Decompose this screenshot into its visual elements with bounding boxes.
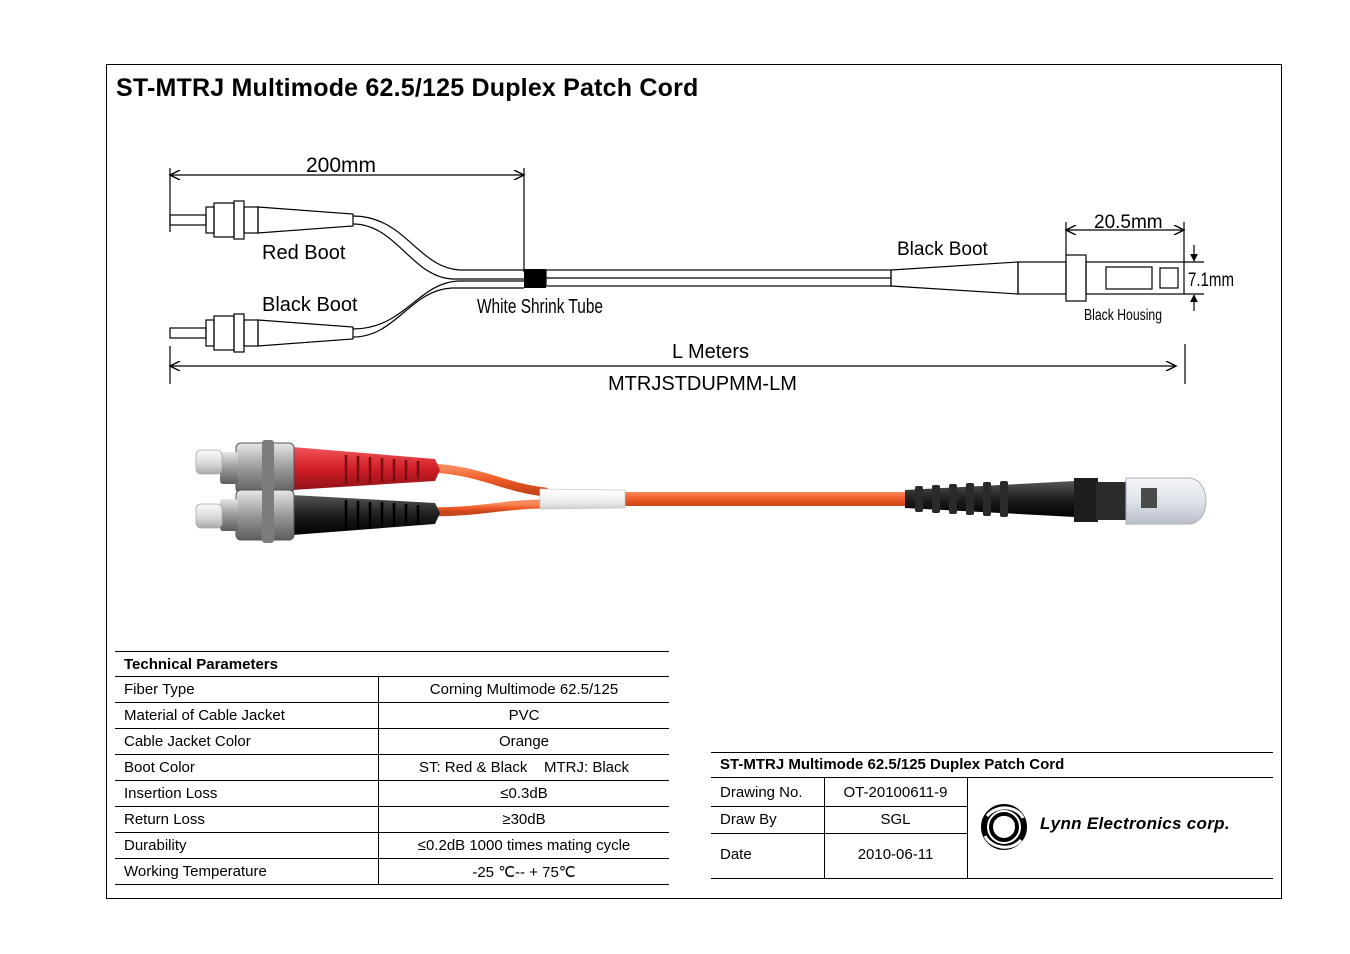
param-label: Boot Color [115,754,379,781]
param-label: Fiber Type [115,676,379,703]
table-row: Durability ≤0.2dB 1000 times mating cycl… [115,832,669,859]
dim-label-breakout: 200mm [306,154,376,177]
mtrj-housing-outline [1085,261,1185,295]
photo-st-connector-top [195,440,440,496]
page-title: ST-MTRJ Multimode 62.5/125 Duplex Patch … [116,74,699,102]
breakout-cable-top [352,215,524,271]
mtrj-boot-outline [890,261,1019,295]
param-label: Working Temperature [115,858,379,885]
table-row: Working Temperature -25 ℃-- + 75℃ [115,858,669,885]
photo-black-housing [1074,478,1098,522]
label-red-boot: Red Boot [262,242,346,264]
mtrj-latch-outline [1159,267,1179,289]
st-connector-top-outline [169,200,354,240]
param-value: Orange [378,728,669,755]
param-value: ST: Red & Black MTRJ: Black [378,754,669,781]
draw-by-value: SGL [880,811,911,828]
param-value: Corning Multimode 62.5/125 [378,676,669,703]
photo-cable-top [425,463,550,497]
param-value: ≤0.3dB [378,780,669,807]
mtrj-flange-outline [1065,254,1087,302]
param-value: ≤0.2dB 1000 times mating cycle [378,832,669,859]
photo-st-connector-bottom [195,487,440,543]
company-name: Lynn Electronics corp. [1040,814,1230,833]
title-block-header: ST-MTRJ Multimode 62.5/125 Duplex Patch … [711,753,1273,778]
label-black-housing: Black Housing [1084,307,1162,324]
breakout-cable-bottom-inner [352,287,524,338]
param-value: PVC [378,702,669,729]
param-label: Cable Jacket Color [115,728,379,755]
label-white-shrink-tube: White Shrink Tube [477,296,603,318]
photo-white-shrink-tube [539,488,626,510]
product-illustration [195,440,1207,543]
date-label: Date [720,846,752,863]
table-row: Insertion Loss ≤0.3dB [115,780,669,807]
param-label: Return Loss [115,806,379,833]
param-value: ≥30dB [378,806,669,833]
drawing-no-value: OT-20100611-9 [843,784,948,801]
line-drawing [170,168,1204,384]
photo-mtrj-connector [905,477,1207,525]
photo-red-boot [292,447,440,490]
breakout-cable-top-inner [352,223,524,280]
draw-by-label: Draw By [720,811,777,828]
param-label: Material of Cable Jacket [115,702,379,729]
label-black-boot-mtrj: Black Boot [897,239,989,260]
table-header-row: Technical Parameters [115,651,669,677]
table-row: Material of Cable Jacket PVC [115,702,669,729]
part-number: MTRJSTDUPMM-LM [608,373,797,395]
white-shrink-tube-marker [524,269,546,288]
company-logo-icon [981,804,1027,850]
table-row: Return Loss ≥30dB [115,806,669,833]
table-row: Fiber Type Corning Multimode 62.5/125 [115,676,669,703]
mtrj-neck-outline [1017,261,1067,295]
st-connector-bottom-outline [169,313,354,353]
dim-label-mtrj-height: 7.1mm [1188,270,1234,291]
dim-label-overall-length: L Meters [672,341,749,363]
photo-main-cable [620,492,910,506]
photo-cable-bottom [425,499,550,517]
param-label: Insertion Loss [115,780,379,807]
table-row: Boot Color ST: Red & Black MTRJ: Black [115,754,669,781]
dim-label-mtrj-length: 20.5mm [1094,212,1163,233]
date-value: 2010-06-11 [857,846,934,863]
photo-dust-cap [1125,477,1207,525]
table-header: Technical Parameters [115,651,669,677]
param-value: -25 ℃-- + 75℃ [378,858,669,885]
table-row: Cable Jacket Color Orange [115,728,669,755]
company-logo: Lynn Electronics corp. [977,800,1267,856]
drawing-no-label: Drawing No. [720,784,803,801]
photo-black-boot-st [292,495,440,535]
label-black-boot-st: Black Boot [262,294,358,316]
technical-parameters-table: Technical Parameters Fiber Type Corning … [115,651,669,885]
drawing-frame [106,64,1282,899]
mtrj-face-outline [1105,266,1153,290]
param-label: Durability [115,832,379,859]
breakout-cable-bottom [352,280,524,330]
title-block: ST-MTRJ Multimode 62.5/125 Duplex Patch … [711,752,1273,879]
